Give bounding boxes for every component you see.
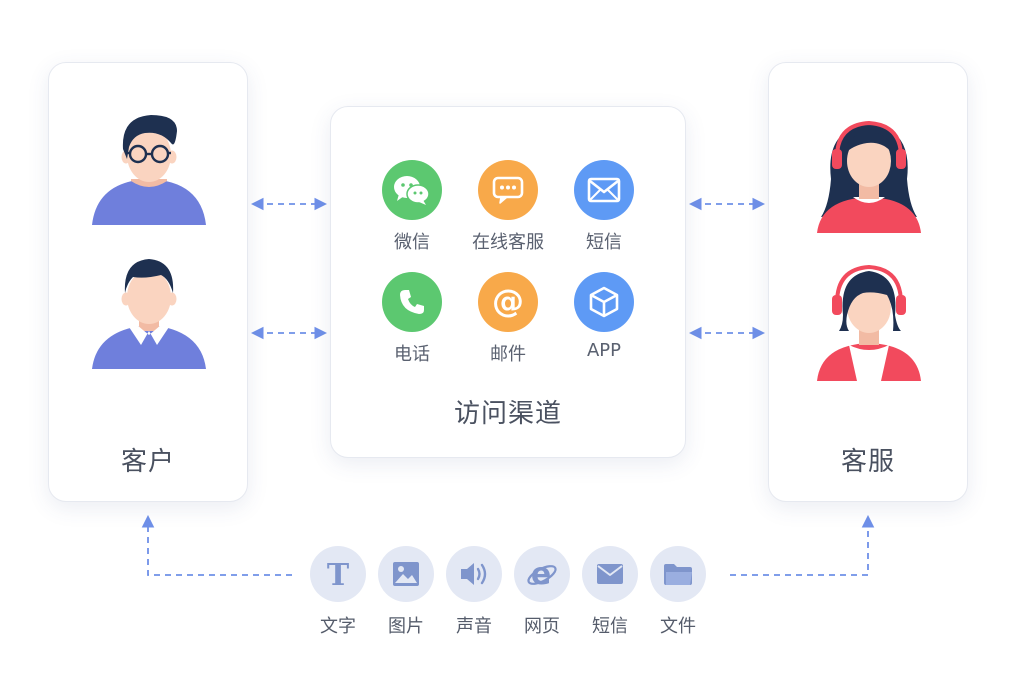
channel-app[interactable]: APP — [554, 272, 654, 361]
channel-circle — [382, 160, 442, 220]
media-circle — [582, 546, 638, 602]
channel-email[interactable]: @ 邮件 — [458, 272, 558, 366]
chat-bubble-icon — [492, 176, 524, 204]
agent-label: 客服 — [840, 447, 895, 477]
agent-avatar-bun — [817, 264, 921, 381]
media-label: 文件 — [660, 616, 696, 637]
channel-circle: @ — [478, 272, 538, 332]
customer-label: 客户 — [120, 447, 175, 477]
media-label: 图片 — [388, 616, 424, 637]
wechat-icon — [394, 176, 430, 205]
channel-circle — [478, 160, 538, 220]
channel-title: 访问渠道 — [453, 399, 562, 429]
media-text[interactable]: T 文字 — [308, 546, 368, 638]
channel-phone[interactable]: 电话 — [362, 272, 462, 366]
media-voice[interactable]: 声音 — [444, 546, 504, 638]
media-file[interactable]: 文件 — [648, 546, 708, 638]
channel-circle — [574, 272, 634, 332]
channel-sms[interactable]: 短信 — [554, 160, 654, 254]
media-label: 网页 — [524, 616, 560, 637]
channel-online-service[interactable]: 在线客服 — [458, 160, 558, 254]
agent-card: 客服 — [768, 62, 968, 502]
media-image[interactable]: 图片 — [376, 546, 436, 638]
arrow-media-to-customer — [141, 514, 292, 576]
channel-label: 短信 — [586, 232, 622, 253]
media-circle: e — [514, 546, 570, 602]
media-circle — [378, 546, 434, 602]
channel-label: 微信 — [394, 232, 430, 253]
envelope-icon — [587, 177, 621, 203]
text-icon: T — [327, 559, 350, 589]
channel-label: 电话 — [394, 344, 430, 365]
customer-avatar-glasses — [92, 115, 206, 225]
channel-circle — [574, 160, 634, 220]
svg-text:T: T — [327, 559, 350, 589]
envelope-icon — [597, 564, 623, 584]
browser-ie-icon: e — [527, 559, 557, 589]
media-label: 文字 — [320, 616, 356, 637]
media-label: 短信 — [592, 616, 628, 637]
channel-label: 在线客服 — [472, 232, 544, 253]
at-sign-icon: @ — [492, 284, 524, 320]
speaker-icon — [461, 563, 487, 585]
channel-circle — [382, 272, 442, 332]
media-webpage[interactable]: e 网页 — [512, 546, 572, 638]
cube-icon — [589, 286, 619, 318]
arrow-media-to-agent — [730, 514, 875, 576]
folder-icon — [664, 564, 692, 585]
phone-icon — [400, 290, 424, 314]
channel-label: APP — [586, 340, 622, 361]
customer-card: 客户 — [48, 62, 248, 502]
agent-avatar-long-hair — [817, 120, 921, 233]
channel-card: 微信 在线客服 短信 电话 — [330, 106, 686, 458]
channel-wechat[interactable]: 微信 — [362, 160, 462, 254]
media-sms[interactable]: 短信 — [580, 546, 640, 638]
image-icon — [393, 562, 419, 586]
media-circle — [446, 546, 502, 602]
media-label: 声音 — [456, 616, 492, 637]
svg-text:@: @ — [492, 284, 524, 320]
channel-label: 邮件 — [490, 344, 526, 365]
customer-avatar-collar — [92, 259, 206, 369]
media-circle — [650, 546, 706, 602]
media-circle: T — [310, 546, 366, 602]
